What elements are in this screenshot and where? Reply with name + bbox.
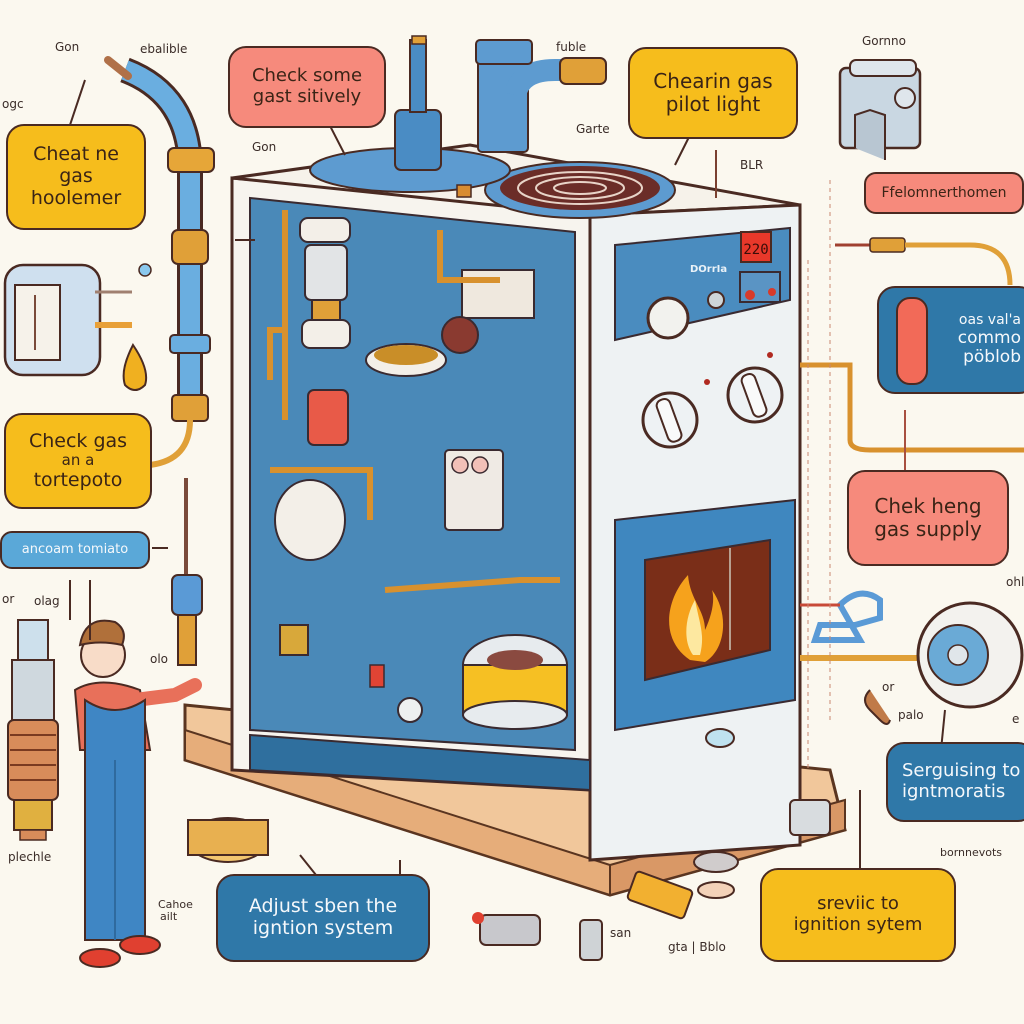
blower-fan	[864, 601, 1024, 725]
label-palo: palo	[898, 708, 924, 722]
callout-check-gas-thermocouple: Check gas an a tortepoto	[4, 413, 152, 509]
callout-servicing-ignition: Serguising to igntmoratis	[886, 742, 1024, 822]
gas-valve-device	[896, 297, 928, 385]
callout-line: sreviic to	[817, 893, 899, 915]
label-san: san	[610, 926, 632, 940]
label-olo: olo	[150, 652, 169, 666]
igniter-probe	[7, 478, 203, 841]
callout-line: Chek heng	[874, 494, 982, 518]
callout-line: ignition sytem	[793, 914, 923, 935]
callout-service-ignition-system: sreviic to ignition sytem	[760, 868, 956, 962]
label-bornnevots: bornnevots	[940, 846, 1003, 859]
panel-brand: DOrrIa	[690, 264, 727, 275]
technician-figure	[73, 619, 202, 968]
callout-line: igntmoratis	[902, 781, 1006, 802]
top-components	[309, 35, 717, 219]
label-gon-top: Gon	[55, 40, 80, 54]
callout-line: Check some	[251, 65, 363, 87]
label-or: or	[2, 592, 15, 606]
callout-line: Cheat ne	[33, 143, 119, 166]
callout-line: commo	[957, 327, 1021, 348]
right-piping	[800, 180, 1024, 770]
bracket-device	[835, 59, 1013, 286]
label-cahoe: Cahoe	[158, 898, 193, 911]
callout-line: igntion system	[252, 917, 394, 939]
callout-line: pilot light	[665, 92, 761, 116]
callout-line: Chearin gas	[653, 69, 773, 93]
label-gornno: Gornno	[862, 34, 906, 48]
label-garte: Garte	[576, 122, 610, 136]
label-olag: olag	[34, 594, 60, 608]
internal-components	[267, 210, 568, 730]
label-ebalible: ebalible	[140, 42, 188, 56]
callout-line: pöblob	[963, 347, 1021, 368]
callout-check-pilot-light: Chearin gas pilot light	[628, 47, 798, 139]
callout-line: Serguising to	[902, 760, 1021, 782]
callout-cheat-gas-holder: Cheat ne gas hoolemer	[6, 124, 146, 230]
label-gon-mid: Gon	[252, 140, 277, 154]
callout-thermocouple-label: Ffelomnerthomen	[864, 172, 1024, 214]
callout-line: oas val'a	[958, 312, 1021, 329]
callout-line: hoolemer	[30, 186, 122, 209]
loose-parts	[187, 799, 831, 961]
callout-line: ancoam tomiato	[21, 541, 129, 557]
label-fuble: fuble	[556, 40, 587, 54]
callout-check-gas-supply: Chek heng gas supply	[847, 470, 1009, 566]
callout-left-tag: ancoam tomiato	[0, 531, 150, 569]
label-e-right: e	[1012, 712, 1020, 726]
callout-line: gas	[59, 165, 93, 188]
callout-check-some-gas: Check some gast sitively	[228, 46, 386, 128]
label-ogc: ogc	[2, 97, 24, 111]
control-panel: 220 DOrrIa	[641, 231, 784, 449]
label-gta-bblo: gta | Bblo	[668, 940, 726, 954]
callout-adjust-ignition-system: Adjust sben the igntion system	[216, 874, 430, 962]
callout-line: gast sitively	[252, 86, 362, 107]
gas-supply-pipe	[104, 56, 215, 468]
thermostat-device	[3, 263, 152, 391]
callout-line: tortepoto	[33, 468, 123, 491]
label-ailt: ailt	[160, 910, 178, 923]
callout-line: gas supply	[874, 517, 982, 541]
callout-line: an a	[61, 451, 95, 470]
flame-window	[644, 538, 771, 748]
label-blr: BLR	[740, 158, 764, 172]
label-plechle: plechle	[8, 850, 52, 864]
label-or-right: or	[882, 680, 895, 694]
temperature-display: 220	[743, 242, 768, 258]
callout-line: Check gas	[28, 429, 128, 452]
label-ohl: ohl	[1006, 575, 1024, 589]
callout-line: Adjust sben the	[248, 895, 398, 918]
callout-line: Ffelomnerthomen	[881, 184, 1007, 201]
